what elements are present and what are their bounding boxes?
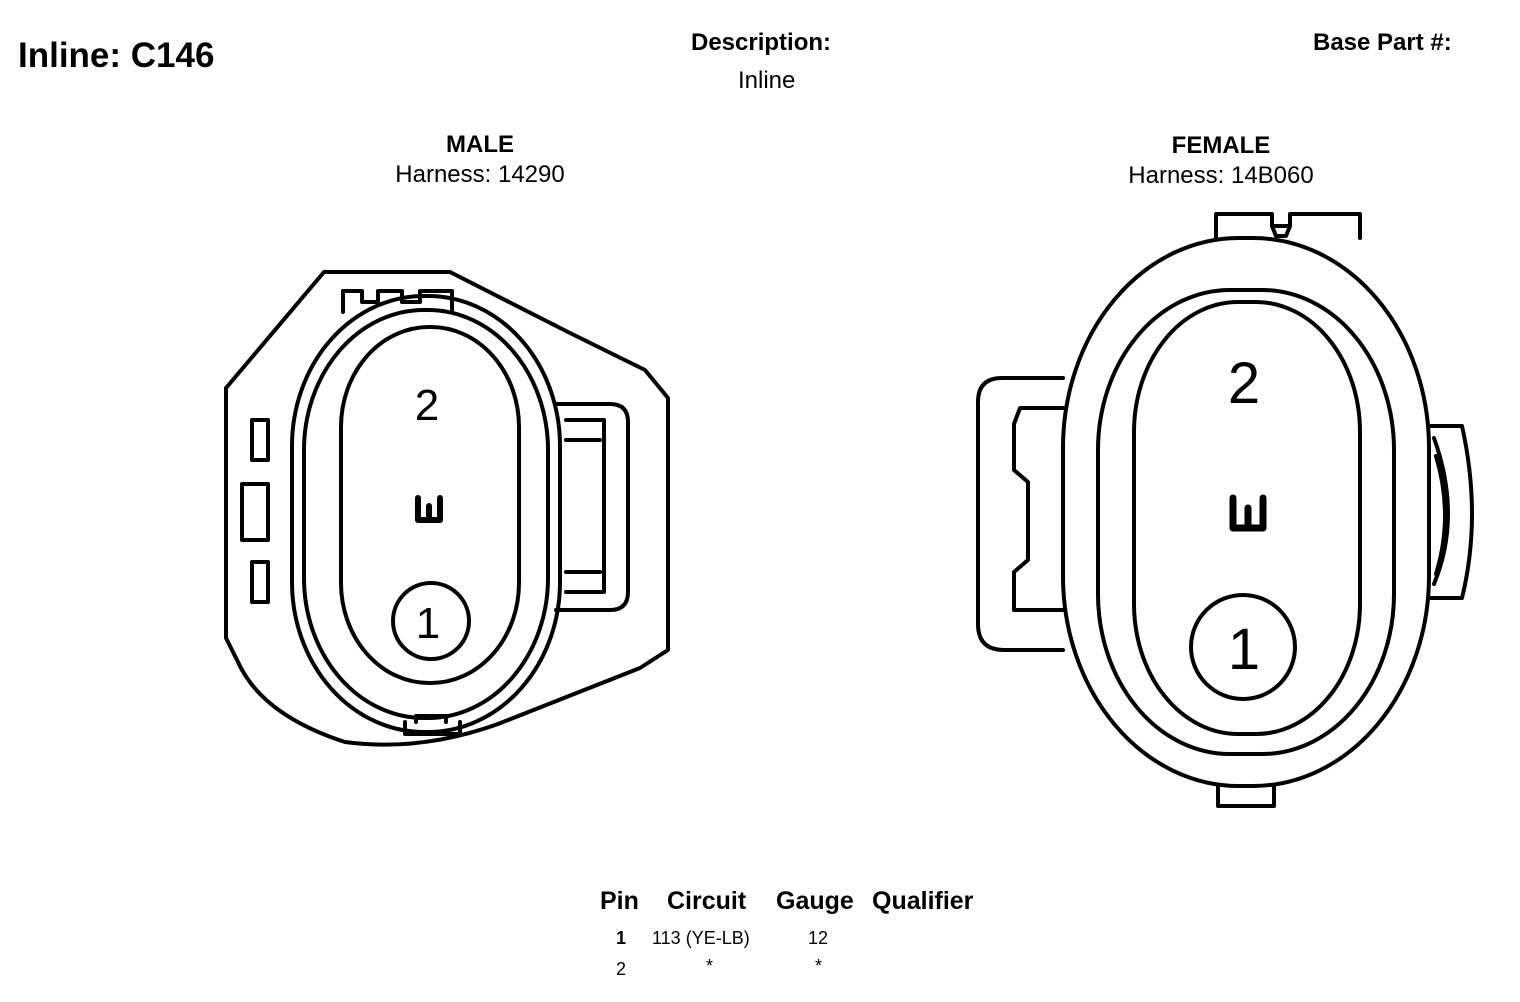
row-1-pin: 1 (616, 928, 627, 948)
female-connector-face (976, 212, 1474, 808)
female-connector-header: FEMALE Harness: 14B060 (1071, 131, 1371, 191)
male-harness: Harness: 14290 (395, 161, 565, 188)
male-connector-header: MALE Harness: 14290 (330, 130, 630, 190)
female-pin-2-label: 2 (1228, 351, 1260, 416)
description-label: Description: (691, 29, 832, 56)
female-harness: Harness: 14B060 (1128, 162, 1314, 189)
row-2-circuit: * (706, 956, 714, 976)
row-1-circuit: 113 (YE-LB) (652, 928, 750, 948)
row-1-gauge: 12 (808, 928, 829, 948)
row-2-pin: 2 (616, 959, 627, 979)
circuit-column-header: Circuit (667, 887, 747, 915)
gauge-column-header: Gauge (776, 887, 854, 915)
base-part-label: Base Part #: (1313, 29, 1452, 56)
male-pin-2-label: 2 (415, 381, 439, 430)
qualifier-column-header: Qualifier (872, 887, 974, 915)
description-value: Inline (738, 67, 796, 94)
pin-column-header: Pin (600, 887, 639, 915)
male-title: MALE (446, 131, 514, 158)
row-2-gauge: * (815, 956, 823, 976)
male-pin-1-label: 1 (416, 599, 440, 648)
female-pin-1-label: 1 (1228, 617, 1260, 682)
female-title: FEMALE (1171, 132, 1271, 159)
connector-title: Inline: C146 (18, 36, 215, 75)
male-connector-face (224, 270, 670, 747)
